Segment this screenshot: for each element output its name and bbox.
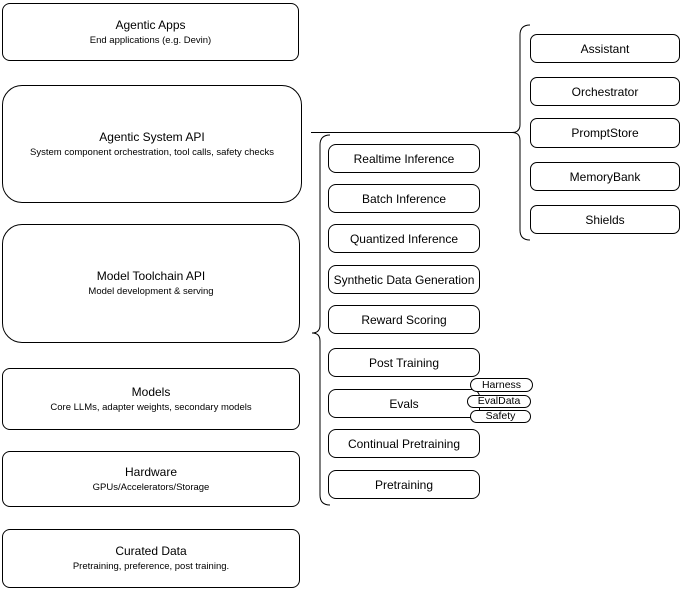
node-title: Curated Data bbox=[115, 544, 187, 558]
node-synthetic-data-generation: Synthetic Data Generation bbox=[328, 265, 480, 294]
node-orchestrator: Orchestrator bbox=[530, 77, 680, 106]
node-batch-inference: Batch Inference bbox=[328, 184, 480, 213]
node-reward-scoring: Reward Scoring bbox=[328, 305, 480, 334]
node-model-toolchain-api: Model Toolchain API Model development & … bbox=[2, 224, 300, 343]
node-agentic-system-api: Agentic System API System component orch… bbox=[2, 85, 302, 203]
node-pretraining: Pretraining bbox=[328, 470, 480, 499]
badge-evaldata: EvalData bbox=[467, 395, 531, 408]
node-title: Agentic Apps bbox=[115, 17, 186, 32]
node-continual-pretraining: Continual Pretraining bbox=[328, 429, 480, 458]
node-promptstore: PromptStore bbox=[530, 118, 680, 148]
brace-system-components bbox=[511, 24, 531, 241]
node-hardware: Hardware GPUs/Accelerators/Storage bbox=[2, 451, 300, 507]
node-post-training: Post Training bbox=[328, 348, 480, 377]
node-memorybank: MemoryBank bbox=[530, 162, 680, 191]
node-title: Hardware bbox=[124, 464, 178, 479]
node-subtitle: Model development & serving bbox=[88, 286, 214, 297]
badge-harness: Harness bbox=[470, 378, 533, 392]
node-title: Models bbox=[131, 384, 171, 399]
node-curated-data: Curated Data Pretraining, preference, po… bbox=[2, 529, 300, 588]
node-title: Agentic System API bbox=[99, 129, 205, 144]
node-evals: Evals bbox=[328, 389, 480, 418]
node-models: Models Core LLMs, adapter weights, secon… bbox=[2, 368, 300, 430]
node-assistant: Assistant bbox=[530, 34, 680, 63]
node-subtitle: Core LLMs, adapter weights, secondary mo… bbox=[50, 401, 252, 413]
node-shields: Shields bbox=[530, 205, 680, 234]
node-subtitle: End applications (e.g. Devin) bbox=[89, 34, 212, 46]
badge-safety: Safety bbox=[470, 410, 531, 423]
node-subtitle: Pretraining, preference, post training. bbox=[72, 561, 230, 572]
node-realtime-inference: Realtime Inference bbox=[328, 144, 480, 173]
node-agentic-apps: Agentic Apps End applications (e.g. Devi… bbox=[2, 3, 299, 61]
node-quantized-inference: Quantized Inference bbox=[328, 224, 480, 253]
node-title: Model Toolchain API bbox=[96, 269, 206, 283]
node-subtitle: GPUs/Accelerators/Storage bbox=[92, 481, 210, 493]
node-subtitle: System component orchestration, tool cal… bbox=[30, 146, 274, 158]
